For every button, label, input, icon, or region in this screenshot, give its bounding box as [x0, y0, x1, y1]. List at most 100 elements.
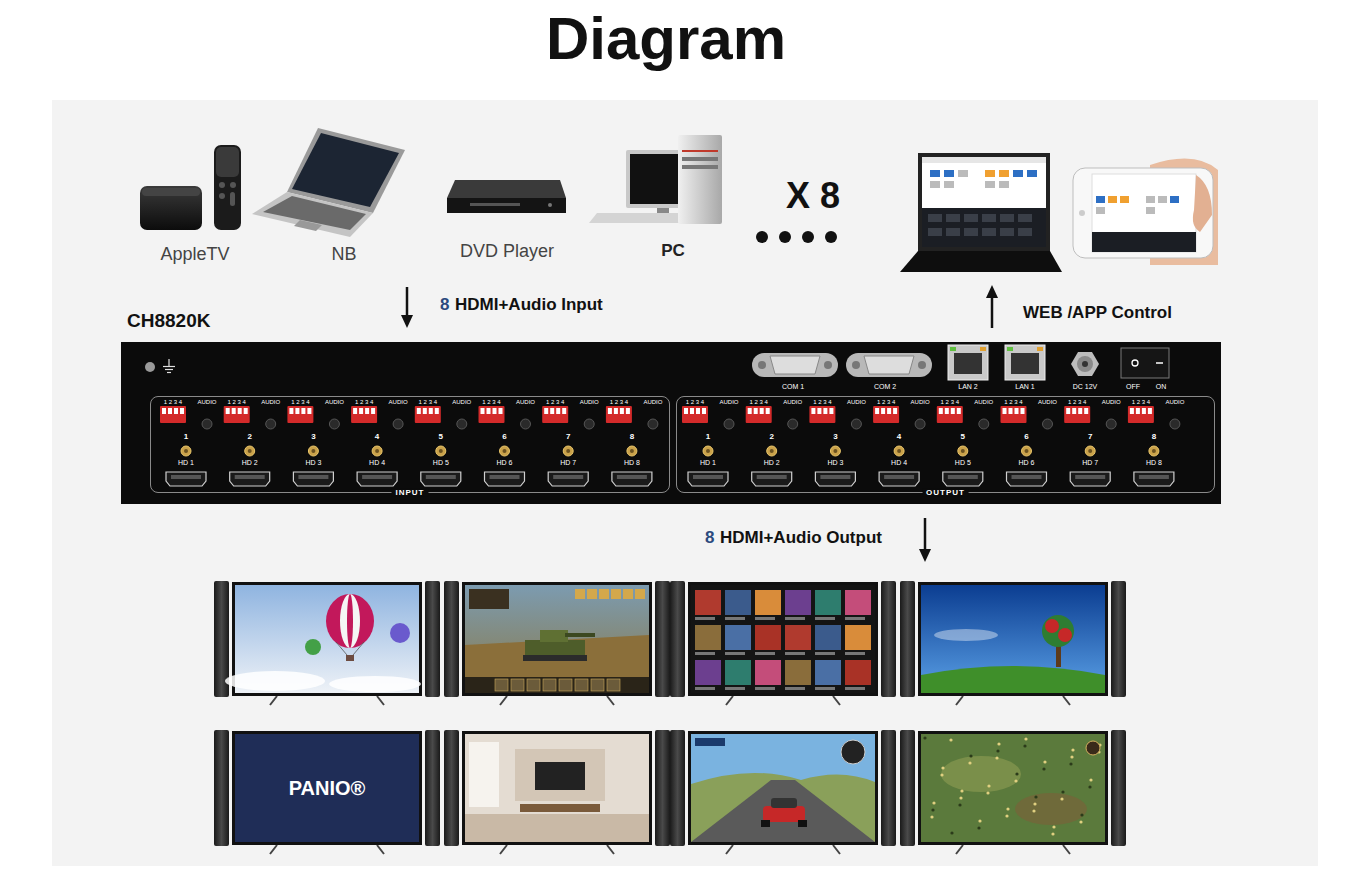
output-arrow-part — [919, 549, 931, 562]
tv-frame — [918, 731, 1108, 845]
map-unit — [1088, 785, 1091, 788]
audio-jack — [1106, 419, 1116, 429]
laptop-icon-part — [263, 196, 366, 230]
map-unit — [1061, 790, 1064, 793]
port-name: HD 7 — [560, 459, 576, 466]
dip-label: 1 2 3 4 — [610, 399, 628, 405]
window — [469, 742, 499, 807]
control-laptop-part — [964, 214, 978, 222]
output-arrow — [919, 518, 931, 562]
dip-switch — [479, 406, 505, 423]
lan-port-part — [1037, 347, 1043, 351]
floor — [465, 814, 649, 842]
lan-port-part — [1011, 353, 1039, 374]
thumbnail — [755, 625, 781, 650]
dip-lever — [562, 408, 566, 414]
dip-lever — [499, 408, 503, 414]
dc-jack-part — [1071, 352, 1099, 376]
thumbnail — [725, 660, 751, 685]
speaker — [900, 730, 915, 846]
laptop-icon-part — [292, 133, 399, 207]
device-housing-part — [145, 362, 155, 372]
dip-lever — [1009, 408, 1013, 414]
dip-lever — [180, 408, 184, 414]
dvd-player-icon-part — [470, 203, 520, 206]
device-housing — [121, 342, 1221, 504]
quantity-label: X 8 — [786, 177, 840, 215]
tv-screen — [465, 734, 649, 842]
control-laptop-part — [1000, 228, 1014, 236]
audio-jack — [1170, 419, 1180, 429]
audio-label: AUDIO — [719, 399, 738, 405]
map-unit — [968, 761, 971, 764]
com-port-part — [770, 356, 820, 374]
control-phone-part — [1108, 196, 1117, 203]
port-name: HD 8 — [624, 459, 640, 466]
lan-port-part — [980, 347, 986, 351]
dip-switch — [351, 406, 377, 423]
port-group: INPUT — [150, 396, 670, 493]
com-port-part — [846, 353, 932, 377]
audio-jack — [202, 419, 212, 429]
port-connector — [500, 446, 510, 456]
hdmi-port — [1070, 472, 1110, 486]
dip-lever — [487, 408, 491, 414]
port-name: HD 4 — [891, 459, 907, 466]
car-wheel — [761, 820, 770, 827]
port-connector — [563, 446, 573, 456]
speaker — [1111, 581, 1126, 697]
control-phone-part — [1193, 175, 1212, 232]
tv-frame — [232, 731, 422, 845]
appletv-icon-part — [140, 186, 202, 230]
port-connector — [566, 449, 570, 453]
port-connector — [1025, 449, 1029, 453]
dip-lever — [174, 408, 178, 414]
map-unit — [1071, 748, 1074, 751]
port-connector — [706, 449, 710, 453]
control-phone-part — [1079, 210, 1085, 216]
audio-jack — [266, 419, 276, 429]
hills — [691, 773, 875, 842]
port-connector — [311, 449, 315, 453]
port-name: HD 1 — [178, 459, 194, 466]
input-arrow-part — [401, 315, 413, 328]
tv-stand — [500, 845, 614, 854]
device-housing-part — [167, 372, 171, 373]
control-laptop-part — [985, 181, 995, 188]
balloon-rope — [336, 642, 364, 655]
tree-crown — [1058, 628, 1072, 642]
hdmi-port — [752, 472, 792, 486]
audio-label: AUDIO — [911, 399, 930, 405]
laptop-icon-part — [294, 220, 322, 231]
control-laptop-part — [928, 228, 942, 236]
thumbnail — [695, 660, 721, 685]
tv-screen — [691, 734, 875, 842]
dip-lever — [1015, 408, 1019, 414]
game-ui — [591, 679, 604, 691]
dip-lever — [417, 408, 421, 414]
map-unit — [1069, 762, 1072, 765]
map-unit — [1070, 755, 1073, 758]
control-phone-part — [1096, 196, 1105, 203]
control-laptop-part — [982, 214, 996, 222]
count-label: 8 — [705, 529, 714, 547]
control-arrow-part — [986, 285, 998, 298]
port-name: HD 8 — [1146, 459, 1162, 466]
hdmi-port — [490, 475, 520, 479]
device-label: AppleTV — [160, 245, 229, 264]
port-number: 8 — [630, 433, 634, 441]
speaker — [655, 730, 670, 846]
dip-switch — [937, 406, 963, 423]
thumbnail-caption — [785, 687, 805, 690]
ellipsis-dots — [756, 231, 837, 243]
port-number: 7 — [566, 433, 570, 441]
thumbnail-caption — [845, 687, 865, 690]
dip-label: 1 2 3 4 — [750, 399, 768, 405]
diagram-title: Diagram — [546, 7, 786, 70]
game-ui — [575, 679, 588, 691]
tv-frame — [462, 731, 652, 845]
dip-lever — [945, 408, 949, 414]
control-laptop-part — [999, 170, 1009, 177]
thumbnail — [695, 590, 721, 615]
audio-label: AUDIO — [1102, 399, 1121, 405]
